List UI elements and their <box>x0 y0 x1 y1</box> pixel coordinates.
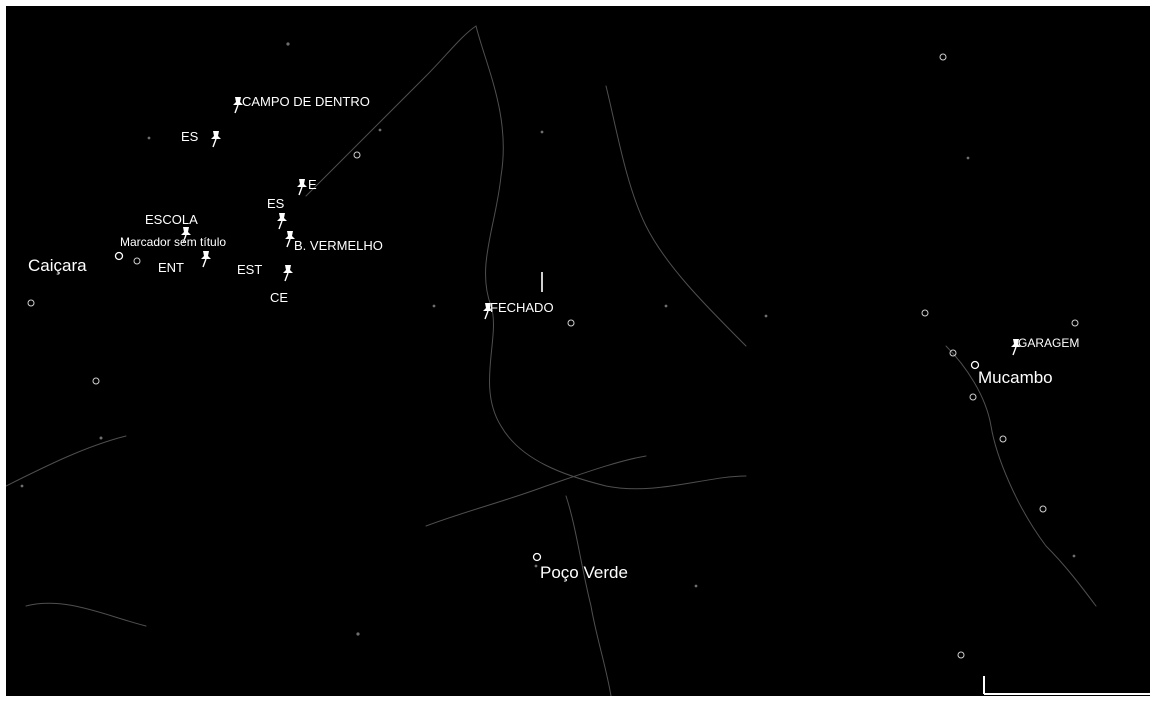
pushpin-icon[interactable] <box>284 230 296 248</box>
place-dot-mucambo[interactable] <box>970 360 980 370</box>
marker-label-marcador-sem-titulo[interactable]: Marcador sem título <box>120 235 227 249</box>
terrain-speck <box>432 304 436 308</box>
poi-dot[interactable] <box>26 298 36 308</box>
pushpin-icon[interactable] <box>210 130 222 148</box>
poi-dot[interactable] <box>352 150 362 160</box>
terrain-speck <box>540 130 544 134</box>
poi-dot[interactable] <box>968 392 978 402</box>
marker-label-est[interactable]: EST <box>237 262 263 277</box>
marker-label-es[interactable]: ES <box>267 196 285 211</box>
terrain-speck <box>99 436 103 440</box>
terrain-speck <box>20 484 24 488</box>
terrain-speck <box>664 304 668 308</box>
place-label-caicara[interactable]: Caiçara <box>28 256 87 275</box>
terrain-speck <box>694 584 698 588</box>
pushpin-icon[interactable] <box>296 178 308 196</box>
pushpin-icon[interactable] <box>482 302 494 320</box>
poi-dot[interactable] <box>920 308 930 318</box>
pushpin-icon[interactable] <box>232 96 244 114</box>
road-line <box>6 435 127 487</box>
pushpin-icon[interactable] <box>1010 338 1022 356</box>
poi-dot[interactable] <box>91 376 101 386</box>
road-line <box>475 25 747 490</box>
place-dot-caicara[interactable] <box>114 251 124 261</box>
poi-dot[interactable] <box>1038 504 1048 514</box>
place-label-poco-verde[interactable]: Poço Verde <box>540 563 628 582</box>
terrain-speck <box>534 564 538 568</box>
marker-label-b-vermelho[interactable]: B. VERMELHO <box>294 238 383 253</box>
terrain-background <box>6 25 1097 696</box>
terrain-speck <box>1072 554 1076 558</box>
road-line <box>945 345 1097 607</box>
road-line <box>565 495 612 696</box>
marker-label-escola[interactable]: ESCOLA <box>145 212 198 227</box>
marker-label-ce[interactable]: CE <box>270 290 289 305</box>
pushpin-icon[interactable] <box>200 250 212 268</box>
terrain-speck <box>356 632 360 636</box>
poi-dot[interactable] <box>998 434 1008 444</box>
terrain-speck <box>147 136 151 140</box>
marker-label-campo-de-dentro[interactable]: CAMPO DE DENTRO <box>242 94 370 109</box>
pushpin-icon[interactable] <box>282 264 294 282</box>
terrain-speck <box>378 128 382 132</box>
marker-label-es[interactable]: ES <box>181 129 199 144</box>
road-line <box>605 85 747 347</box>
map-view[interactable]: CAMPO DE DENTRO ES E ES ESCOLA Marcador … <box>6 6 1150 696</box>
road-line <box>305 25 477 197</box>
road-line <box>25 602 147 627</box>
poi-dot[interactable] <box>938 52 948 62</box>
poi-dot[interactable] <box>956 650 966 660</box>
poi-dot[interactable] <box>566 318 576 328</box>
poi-dot[interactable] <box>1070 318 1080 328</box>
pushpin-icon[interactable] <box>180 226 192 244</box>
terrain-speck <box>286 42 290 46</box>
place-label-mucambo[interactable]: Mucambo <box>978 368 1053 387</box>
marker-label-e[interactable]: E <box>308 177 317 192</box>
terrain-speck <box>966 156 970 160</box>
scale-bar <box>983 676 1150 695</box>
place-dot-poco-verde[interactable] <box>532 552 542 562</box>
terrain-speck <box>764 314 768 318</box>
pushpin-icon[interactable] <box>276 212 288 230</box>
marker-label-fechado[interactable]: FECHADO <box>490 300 554 315</box>
poi-dot[interactable] <box>132 256 142 266</box>
road-line <box>425 455 647 527</box>
marker-label-garagem[interactable]: GARAGEM <box>1018 336 1080 350</box>
poi-dot[interactable] <box>948 348 958 358</box>
marker-label-ent[interactable]: ENT <box>158 260 184 275</box>
